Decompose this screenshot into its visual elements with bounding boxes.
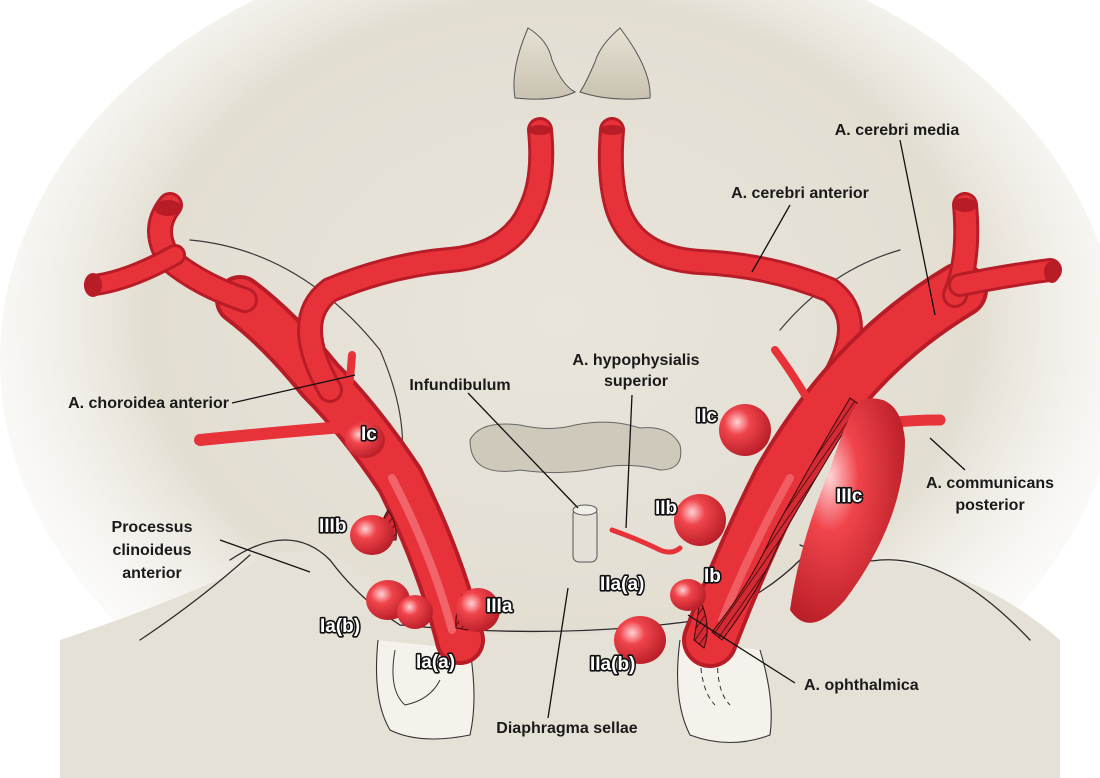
arterial-tree (84, 117, 1062, 668)
label-hypophysialis-line1: A. hypophysialis (572, 352, 699, 369)
aneurysm-iia-b (614, 616, 666, 664)
label-diaphragma-sellae: Diaphragma sellae (496, 720, 638, 737)
left-choroidal-branch (341, 351, 356, 414)
superior-hypophyseal-branch (609, 527, 683, 555)
label-ophthalmica: A. ophthalmica (804, 677, 919, 694)
label-cerebri-anterior: A. cerebri anterior (731, 185, 869, 202)
marker-ia-b: Ia(b) (320, 616, 360, 637)
leader-lines (219, 139, 966, 719)
sphenoid-process-bones (513, 27, 651, 100)
label-processus-line1: Processus (112, 519, 193, 536)
aneurysm-iia-a (670, 579, 706, 611)
sella-floor-shape (469, 421, 682, 474)
label-choroidea-anterior: A. choroidea anterior (68, 395, 229, 412)
aneurysm-iic (719, 404, 771, 456)
marker-iic: IIc (696, 406, 718, 427)
label-communicans-line1: A. communicans (926, 475, 1054, 492)
aneurysm-iiia (456, 588, 500, 632)
label-processus-line2: clinoideus (112, 542, 191, 559)
classification-markers: Ic IIIb Ia(b) Ia(a) IIIa IIc IIb IIa(a) … (317, 404, 864, 676)
aneurysm-ia-a (397, 595, 433, 629)
marker-ic: Ic (361, 424, 377, 445)
marker-ia-a: Ia(a) (416, 652, 455, 673)
label-hypophysialis-line2: superior (604, 373, 668, 390)
aneurysm-sacs (345, 398, 905, 664)
aneurysm-iiib (350, 515, 394, 555)
marker-iiia: IIIa (486, 596, 513, 617)
infundibulum-stalk (572, 504, 598, 563)
aneurysm-iiic (790, 398, 905, 623)
label-infundibulum: Infundibulum (409, 377, 510, 394)
label-communicans-line2: posterior (955, 497, 1024, 514)
label-cerebri-media: A. cerebri media (835, 122, 960, 139)
label-processus-line3: anterior (122, 565, 182, 582)
right-choroidal-branch (771, 346, 809, 399)
marker-iiic: IIIc (836, 486, 863, 507)
anatomy-labels: A. cerebri media A. cerebri anterior A. … (68, 122, 1054, 737)
aneurysm-iib (674, 494, 726, 546)
marker-iia-a: IIa(a) (600, 574, 644, 595)
aneurysm-ic (345, 422, 385, 458)
marker-iib: IIb (655, 498, 677, 519)
marker-iiib: IIIb (319, 516, 346, 537)
marker-ib: Ib (704, 566, 721, 587)
marker-iia-b: IIa(b) (590, 654, 635, 675)
